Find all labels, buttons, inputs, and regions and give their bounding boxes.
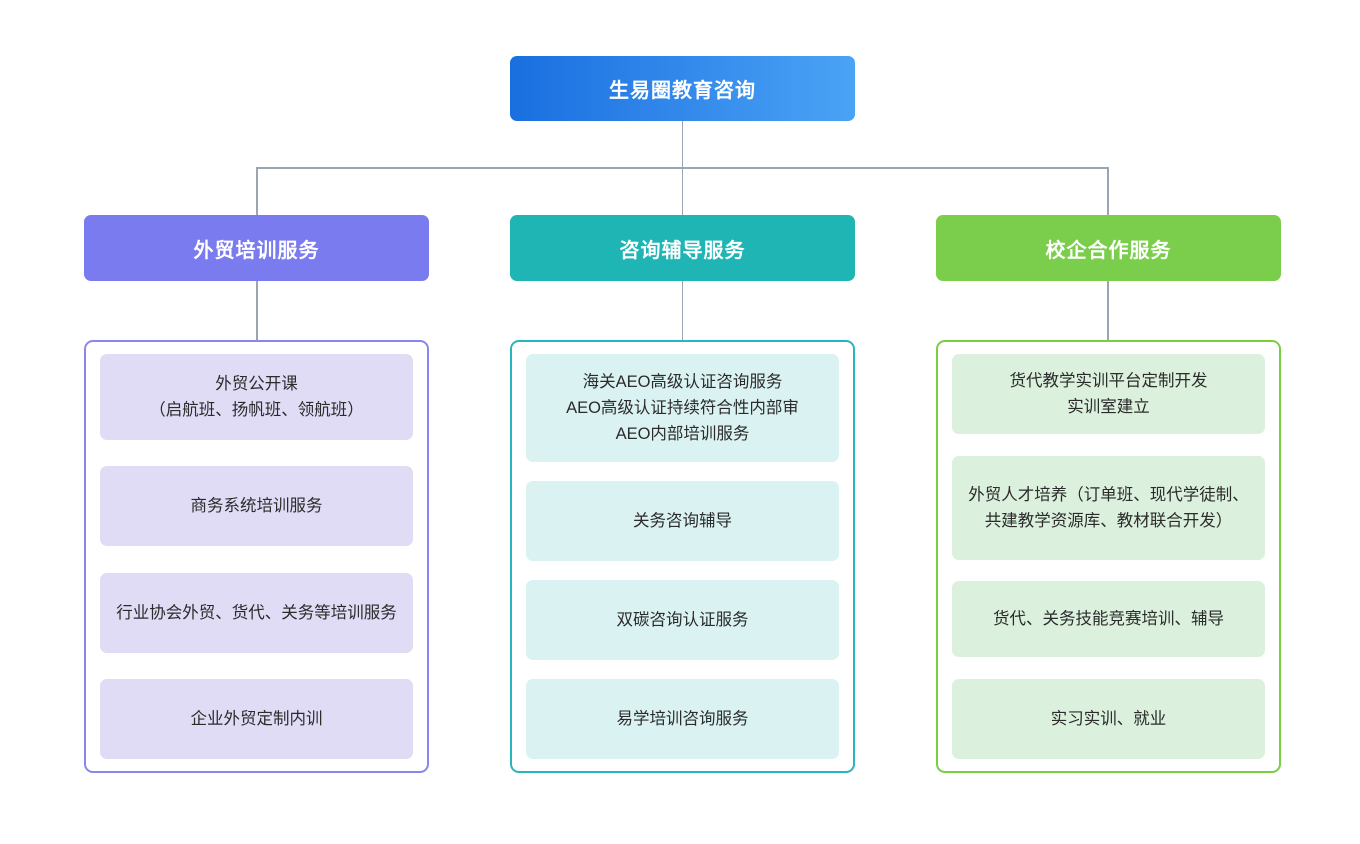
list-item[interactable]: 海关AEO高级认证咨询服务 AEO高级认证持续符合性内部审 AEO内部培训服务 xyxy=(526,354,839,462)
list-item[interactable]: 企业外贸定制内训 xyxy=(100,678,413,759)
list-item[interactable]: 货代教学实训平台定制开发 实训室建立 xyxy=(952,354,1265,434)
list-item[interactable]: 外贸公开课 （启航班、扬帆班、领航班） xyxy=(100,354,413,440)
item-panel-xiaoqi-hezuo: 货代教学实训平台定制开发 实训室建立 外贸人才培养（订单班、现代学徒制、共建教学… xyxy=(936,340,1281,773)
category-header-label: 外贸培训服务 xyxy=(193,239,320,262)
connector-column-3-to-panel xyxy=(1107,281,1109,340)
root-node[interactable]: 生易圈教育咨询 xyxy=(510,56,855,121)
list-item[interactable]: 关务咨询辅导 xyxy=(526,481,839,561)
list-item[interactable]: 商务系统培训服务 xyxy=(100,466,413,547)
item-panel-zixun-fudao: 海关AEO高级认证咨询服务 AEO高级认证持续符合性内部审 AEO内部培训服务 … xyxy=(510,340,855,773)
category-header-label: 校企合作服务 xyxy=(1045,239,1172,262)
category-header-waimao-peixun[interactable]: 外贸培训服务 xyxy=(84,215,429,281)
connector-to-column-1 xyxy=(256,167,258,215)
connector-column-2-to-panel xyxy=(681,281,683,340)
list-item[interactable]: 易学培训咨询服务 xyxy=(526,679,839,759)
connector-to-column-2 xyxy=(681,167,683,215)
list-item[interactable]: 双碳咨询认证服务 xyxy=(526,580,839,660)
list-item[interactable]: 行业协会外贸、货代、关务等培训服务 xyxy=(100,572,413,653)
connector-column-1-to-panel xyxy=(256,281,258,340)
connector-root-stem xyxy=(681,121,683,168)
category-header-xiaoqi-hezuo[interactable]: 校企合作服务 xyxy=(936,215,1281,281)
list-item[interactable]: 外贸人才培养（订单班、现代学徒制、共建教学资源库、教材联合开发） xyxy=(952,455,1265,560)
root-node-label: 生易圈教育咨询 xyxy=(609,80,756,102)
list-item[interactable]: 货代、关务技能竞赛培训、辅导 xyxy=(952,581,1265,658)
connector-to-column-3 xyxy=(1107,167,1109,215)
list-item[interactable]: 实习实训、就业 xyxy=(952,678,1265,759)
category-header-label: 咨询辅导服务 xyxy=(619,239,746,262)
item-panel-waimao-peixun: 外贸公开课 （启航班、扬帆班、领航班） 商务系统培训服务 行业协会外贸、货代、关… xyxy=(84,340,429,773)
category-header-zixun-fudao[interactable]: 咨询辅导服务 xyxy=(510,215,855,281)
